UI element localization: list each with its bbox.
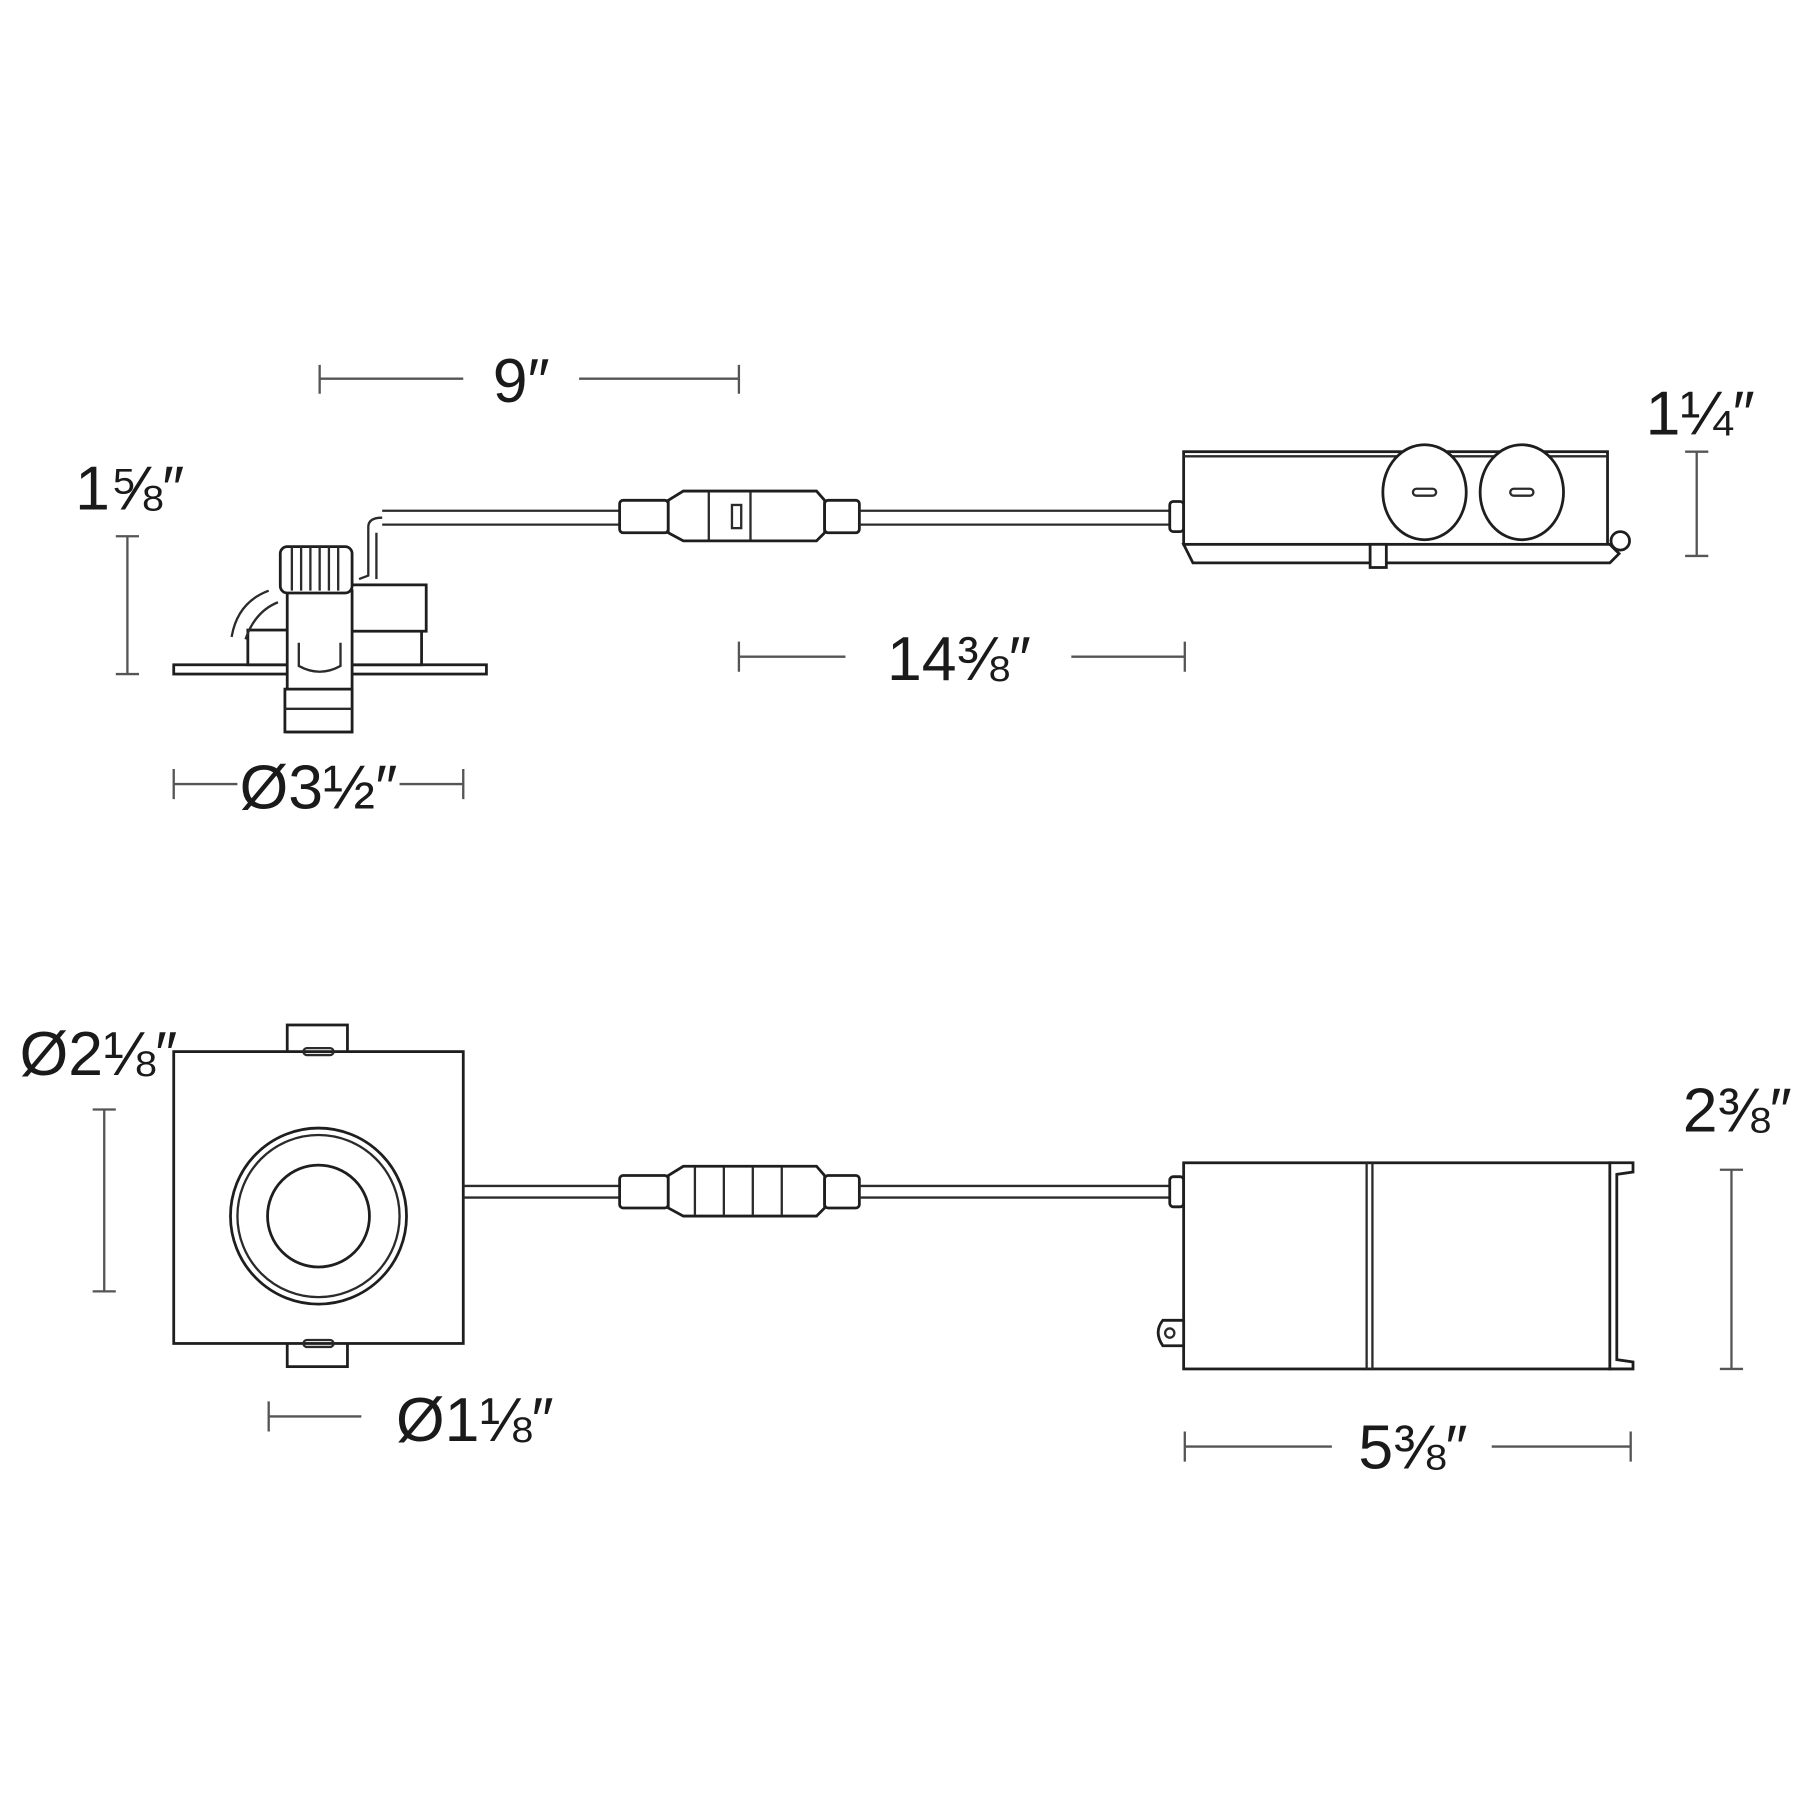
dimension-5-3-8in: 5⅜″	[1183, 1413, 1632, 1483]
knockout-icon	[1478, 443, 1565, 542]
dimension-label: 2⅜″	[1683, 1076, 1792, 1146]
clip-foot	[283, 687, 354, 734]
dimension-2-3-8in: 2⅜″	[1683, 1076, 1792, 1371]
dimension-9in: 9″	[318, 346, 741, 416]
dimension-1-5-8in: 1⅝″	[75, 454, 184, 676]
inline-connector	[618, 1164, 861, 1218]
cable-bend	[358, 516, 383, 581]
lens-aperture	[266, 1163, 371, 1269]
fixture-front	[172, 1023, 465, 1369]
dimension-1-1-4in: 1¼″	[1646, 378, 1755, 558]
strain-relief	[1168, 1175, 1186, 1209]
front-view: Ø2⅛″ Ø1⅛″ 2⅜″ 5⅜″	[20, 1019, 1792, 1483]
dimension-dia-1-1-8in: Ø1⅛″	[267, 1385, 554, 1455]
dimension-dia-2-1-8in: Ø2⅛″	[20, 1019, 178, 1293]
dimension-label: 1¼″	[1646, 378, 1755, 448]
side-view: 9″ 1⅝″ Ø3½″ 14⅜″ 1¼″	[75, 346, 1755, 823]
torsion-spring-icon	[278, 545, 354, 595]
driver-housing	[1182, 1161, 1612, 1371]
dimension-label: 14⅜″	[887, 624, 1031, 694]
dimension-14-3-8in: 14⅜″	[737, 624, 1186, 694]
knockout-icon	[1381, 443, 1468, 542]
fixture-side	[172, 516, 488, 734]
dimension-label: Ø3½″	[240, 752, 398, 822]
clip-tab-top	[285, 1023, 349, 1057]
rail-tab	[1368, 542, 1388, 569]
dimension-label: Ø1⅛″	[396, 1385, 554, 1455]
dimension-dia-3-1-2in: Ø3½″	[172, 752, 465, 822]
wire-loop	[230, 589, 279, 640]
mounting-ring	[1609, 530, 1631, 552]
strain-relief	[1168, 500, 1186, 533]
dimension-label: 1⅝″	[75, 454, 184, 524]
mounting-ear	[1156, 1318, 1186, 1348]
inline-connector	[618, 489, 861, 543]
dimension-label: Ø2⅛″	[20, 1019, 178, 1089]
driver-box-front	[1156, 1161, 1635, 1371]
dimension-label: 9″	[493, 346, 550, 416]
end-flange	[1608, 1161, 1635, 1371]
mounting-rail	[1181, 542, 1622, 565]
dimension-label: 5⅜″	[1358, 1413, 1467, 1483]
driver-box-side	[1181, 443, 1631, 569]
